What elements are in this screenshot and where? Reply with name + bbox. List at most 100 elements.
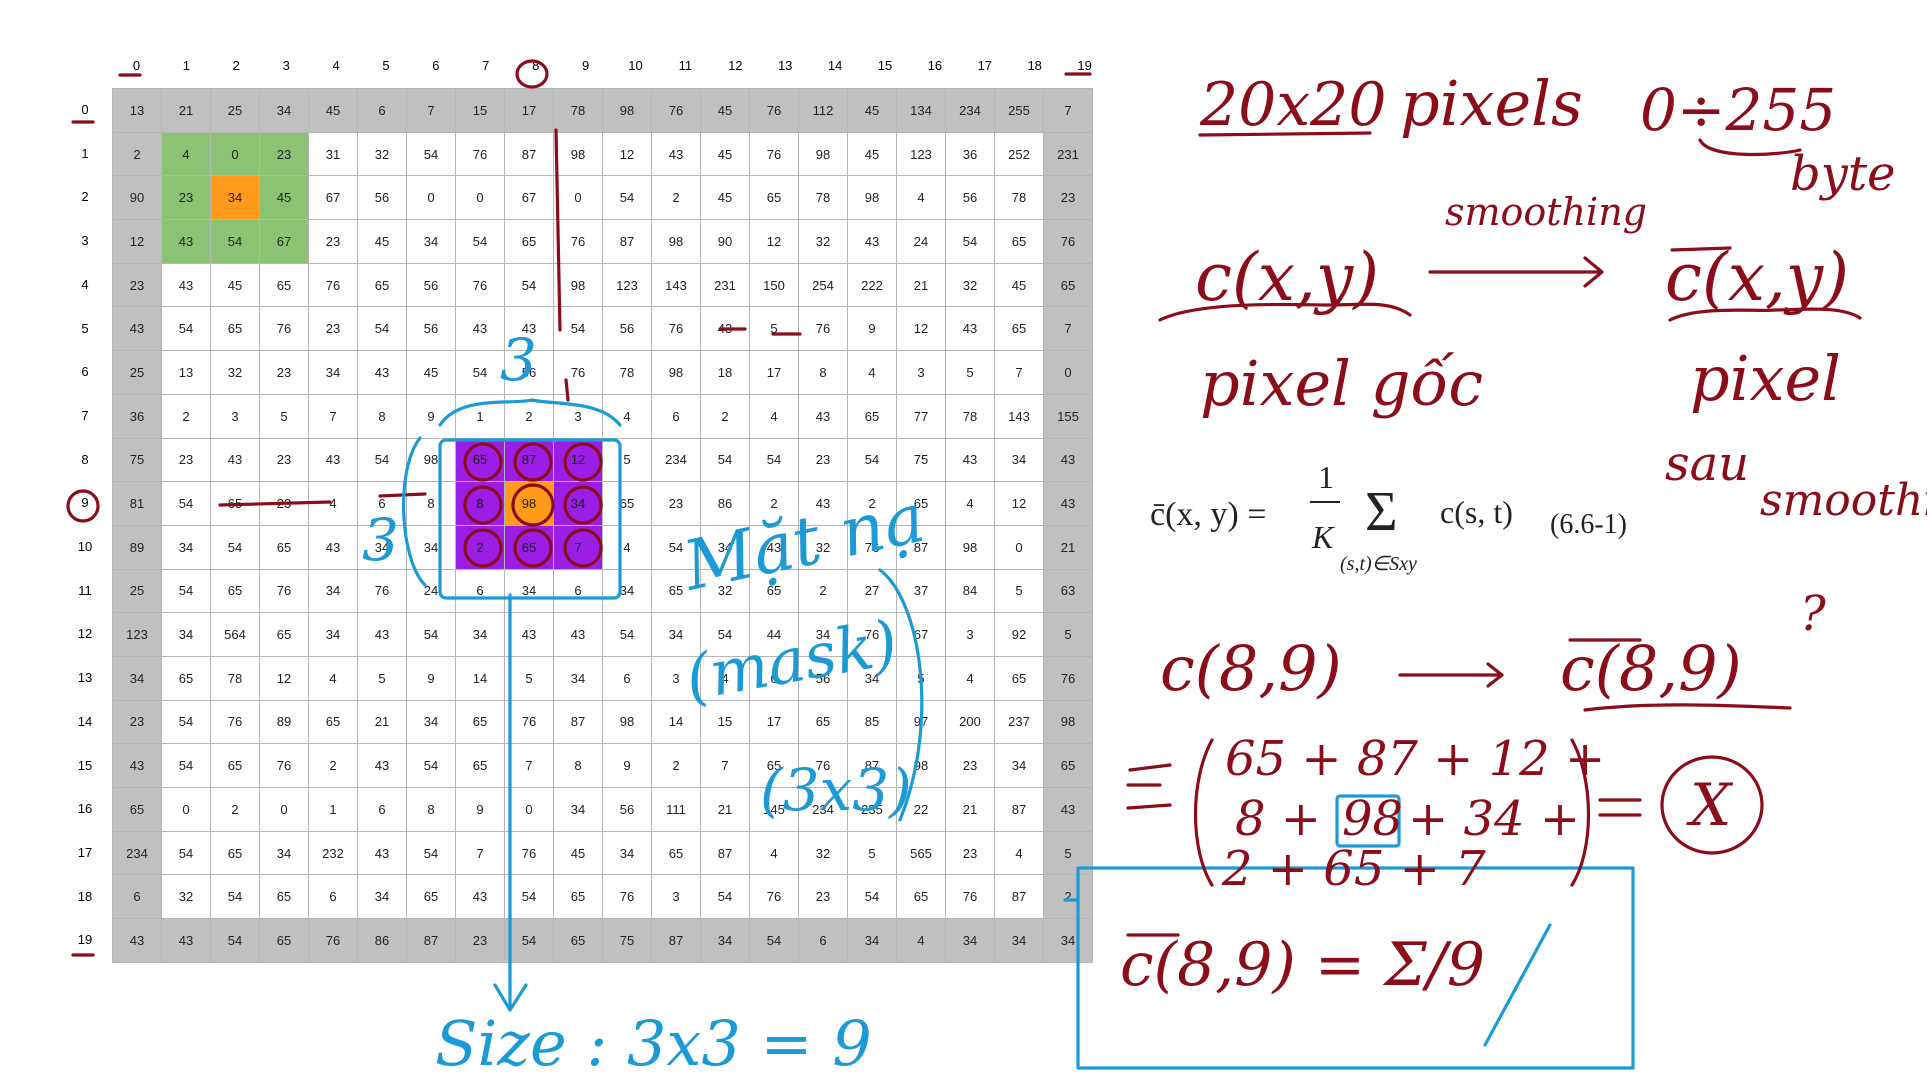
pixel-cell: 78 bbox=[798, 175, 848, 221]
column-header: 17 bbox=[977, 58, 993, 73]
pixel-cell: 23 bbox=[798, 437, 848, 483]
pixel-cell: 3 bbox=[896, 350, 946, 395]
column-header: 11 bbox=[678, 58, 693, 73]
pixel-cell: 76 bbox=[455, 262, 505, 308]
pixel-cell: 255 bbox=[994, 88, 1044, 133]
pixel-cell: 54 bbox=[700, 612, 750, 657]
pixel-cell: 43 bbox=[504, 612, 554, 657]
column-header: 15 bbox=[877, 58, 893, 73]
pixel-cell: 5 bbox=[847, 830, 897, 876]
pixel-cell: 76 bbox=[651, 88, 701, 133]
pixel-cell: 7 bbox=[455, 830, 505, 876]
pixel-cell: 2 bbox=[112, 131, 162, 177]
pixel-cell: 76 bbox=[945, 874, 995, 920]
pixel-cell: 6 bbox=[357, 88, 407, 133]
pixel-cell: 17 bbox=[749, 699, 799, 745]
pixel-cell: 43 bbox=[455, 874, 505, 920]
pixel-cell: 17 bbox=[749, 350, 799, 395]
pixel-cell: 24 bbox=[896, 219, 946, 264]
pixel-cell: 54 bbox=[749, 437, 799, 483]
row-header: 19 bbox=[77, 932, 93, 948]
pixel-cell: 43 bbox=[1043, 437, 1093, 483]
pixel-cell: 76 bbox=[308, 918, 358, 963]
pixel-cell: 24 bbox=[406, 568, 456, 614]
pixel-cell: 65 bbox=[455, 743, 505, 788]
pixel-cell: 34 bbox=[700, 918, 750, 963]
pixel-cell: 65 bbox=[994, 655, 1044, 701]
pixel-cell: 78 bbox=[553, 88, 603, 133]
pixel-cell: 76 bbox=[847, 524, 897, 570]
pixel-cell: 76 bbox=[259, 743, 309, 788]
pixel-cell: 34 bbox=[455, 612, 505, 657]
pixel-cell: 231 bbox=[1043, 131, 1093, 177]
pixel-cell: 65 bbox=[749, 743, 799, 788]
pixel-cell: 111 bbox=[651, 787, 701, 832]
pixel-cell: 4 bbox=[700, 655, 750, 701]
pixel-cell: 12 bbox=[749, 219, 799, 264]
pixel-cell: 23 bbox=[308, 306, 358, 352]
pixel-cell: 54 bbox=[161, 481, 211, 526]
pixel-cell: 43 bbox=[798, 393, 848, 439]
pixel-cell: 65 bbox=[455, 437, 505, 483]
pixel-cell: 9 bbox=[406, 655, 456, 701]
pixel-cell: 34 bbox=[308, 568, 358, 614]
pixel-cell: 23 bbox=[945, 830, 995, 876]
pixel-cell: 21 bbox=[945, 787, 995, 832]
pixel-cell: 12 bbox=[602, 131, 652, 177]
pixel-cell: 76 bbox=[798, 743, 848, 788]
column-header: 16 bbox=[927, 58, 943, 73]
pixel-cell: 98 bbox=[553, 262, 603, 308]
pixel-cell: 54 bbox=[406, 612, 456, 657]
pixel-cell: 56 bbox=[602, 306, 652, 352]
pixel-cell: 23 bbox=[651, 481, 701, 526]
pixel-cell: 150 bbox=[749, 262, 799, 308]
pixel-cell: 43 bbox=[553, 612, 603, 657]
pixel-cell: 54 bbox=[504, 918, 554, 963]
pixel-cell: 34 bbox=[847, 918, 897, 963]
pixel-cell: 65 bbox=[210, 568, 260, 614]
pixel-cell: 7 bbox=[406, 88, 456, 133]
pixel-cell: 56 bbox=[798, 655, 848, 701]
pixel-cell: 4 bbox=[945, 655, 995, 701]
row-header: 18 bbox=[77, 888, 93, 904]
pixel-cell: 43 bbox=[308, 437, 358, 483]
pixel-cell: 23 bbox=[259, 481, 309, 526]
pixel-cell: 65 bbox=[651, 830, 701, 876]
pixel-cell: 43 bbox=[308, 524, 358, 570]
pixel-cell: 0 bbox=[406, 175, 456, 221]
row-header: 11 bbox=[78, 582, 92, 598]
pixel-cell: 6 bbox=[553, 568, 603, 614]
pixel-cell: 34 bbox=[700, 524, 750, 570]
pixel-cell: 23 bbox=[259, 131, 309, 177]
pixel-cell: 98 bbox=[553, 131, 603, 177]
pixel-cell: 12 bbox=[112, 219, 162, 264]
pixel-cell: 92 bbox=[994, 612, 1044, 657]
pixel-cell: 12 bbox=[896, 306, 946, 352]
pixel-cell: 65 bbox=[504, 219, 554, 264]
pixel-cell: 65 bbox=[308, 699, 358, 745]
pixel-cell: 65 bbox=[994, 306, 1044, 352]
column-header: 9 bbox=[581, 58, 590, 73]
pixel-cell: 65 bbox=[112, 787, 162, 832]
pixel-cell: 45 bbox=[700, 175, 750, 221]
pixel-cell: 14 bbox=[455, 655, 505, 701]
pixel-cell: 6 bbox=[357, 481, 407, 526]
pixel-cell: 56 bbox=[602, 787, 652, 832]
pixel-cell: 34 bbox=[357, 874, 407, 920]
pixel-cell: 25 bbox=[112, 350, 162, 395]
column-header: 18 bbox=[1027, 58, 1042, 73]
pixel-cell: 65 bbox=[210, 830, 260, 876]
pixel-cell: 7 bbox=[553, 524, 603, 570]
pixel-cell: 0 bbox=[161, 787, 211, 832]
pixel-cell: 67 bbox=[896, 612, 946, 657]
pixel-cell: 56 bbox=[504, 350, 554, 395]
pixel-cell: 0 bbox=[455, 175, 505, 221]
pixel-cell: 98 bbox=[896, 743, 946, 788]
pixel-cell: 65 bbox=[504, 524, 554, 570]
pixel-cell: 8 bbox=[553, 743, 603, 788]
pixel-cell: 237 bbox=[994, 699, 1044, 745]
pixel-cell: 98 bbox=[945, 524, 995, 570]
column-header: 19 bbox=[1077, 58, 1092, 73]
